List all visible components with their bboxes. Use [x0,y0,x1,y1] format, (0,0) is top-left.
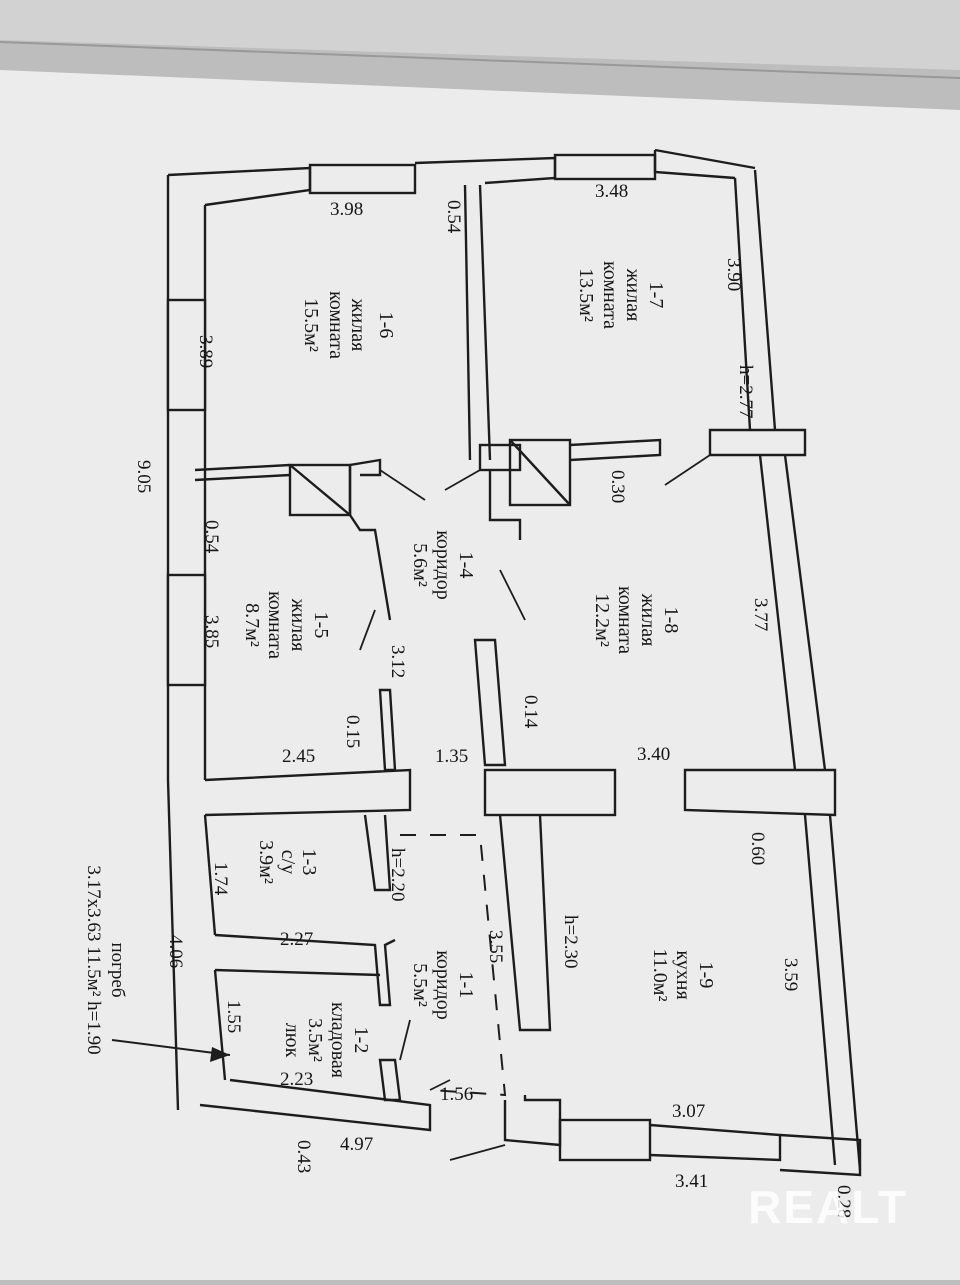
room-1-6-type2: комната [325,291,347,359]
room-1-1-area: 5.5м² [409,963,431,1007]
room-1-7-type2: комната [599,261,621,329]
room-1-3-area: 3.9м² [255,840,277,884]
dim-3-98: 3.98 [330,199,363,220]
room-1-4-area: 5.6м² [409,543,431,587]
room-1-4-num: 1-4 [455,552,477,579]
walls [166,148,862,1177]
cellar-outline [400,834,507,1097]
paper-sheet [0,70,960,1280]
cellar-title: погреб [107,942,128,997]
dim-3-41: 3.41 [675,1171,708,1192]
room-1-5-type2: комната [264,591,286,659]
dimension-labels: 3.98 0.54 3.48 3.90 3.89 h=2.77 9.05 0.3… [133,181,854,1218]
dim-3-85: 3.85 [201,615,222,648]
dim-2-23: 2.23 [280,1069,313,1090]
room-1-5-type: жилая [287,598,309,652]
dim-3-07: 3.07 [672,1101,705,1122]
dim-h-2-77: h=2.77 [735,365,756,418]
dim-h-2-20: h=2.20 [387,848,408,901]
dim-4-97: 4.97 [340,1134,373,1155]
dim-3-12: 3.12 [387,645,408,678]
room-1-8-type2: комната [614,586,636,654]
dim-3-48: 3.48 [595,181,628,202]
door-swings [359,454,711,1161]
room-1-9-area: 11.0м² [649,949,671,1002]
room-1-3-type: с/у [277,850,299,874]
room-1-7-area: 13.5м² [575,268,597,322]
dim-3-59: 3.59 [780,958,801,991]
room-1-6-num: 1-6 [375,312,397,339]
room-1-9-num: 1-9 [695,962,717,989]
room-1-1-type: коридор [432,950,454,1020]
dim-3-77: 3.77 [750,598,771,631]
dim-0-54-top: 0.54 [443,200,464,234]
dim-1-56: 1.56 [440,1084,473,1105]
room-1-4-type: коридор [432,530,454,600]
room-1-1-num: 1-1 [455,972,477,999]
dim-0-28: 0.28 [833,1185,854,1218]
dim-0-60: 0.60 [747,832,768,865]
dim-h-2-30: h=2.30 [560,915,581,968]
dim-0-54-left: 0.54 [201,520,222,554]
room-1-8-num: 1-8 [660,607,682,634]
dim-1-55: 1.55 [223,1000,244,1033]
dim-0-14: 0.14 [520,695,541,729]
dim-3-89: 3.89 [195,335,216,368]
dim-3-40: 3.40 [637,744,670,765]
dim-1-35: 1.35 [435,746,468,767]
dim-9-05: 9.05 [133,460,154,493]
room-1-3-num: 1-3 [298,849,320,876]
room-1-2-hatch: люк [281,1023,303,1058]
cellar-note: погреб 3.17x3.63 11.5м² h=1.90 [83,865,128,1054]
paper-top-edge [0,0,960,70]
realt-watermark: REALT [748,1181,908,1233]
dim-2-45: 2.45 [282,746,315,767]
room-1-2-type: кладовая [327,1002,349,1078]
room-1-6-area: 15.5м² [300,298,322,352]
dim-4-06: 4.06 [165,935,186,968]
room-1-8-area: 12.2м² [591,593,613,647]
room-1-5-num: 1-5 [310,612,332,639]
dim-0-15: 0.15 [342,715,363,748]
room-labels: 1-6 жилая комната 15.5м² 1-7 жилая комна… [241,261,717,1078]
dim-0-30: 0.30 [607,470,628,503]
room-1-7-num: 1-7 [645,282,667,309]
dim-1-74: 1.74 [210,862,231,896]
cellar-arrowhead [210,1047,230,1062]
room-1-2-area: 3.5м² [304,1018,326,1062]
room-1-2-num: 1-2 [350,1027,372,1054]
dim-2-27: 2.27 [280,929,313,950]
room-1-7-type: жилая [622,268,644,322]
dim-0-43: 0.43 [293,1140,314,1173]
dim-3-55: 3.55 [485,930,506,963]
room-1-6-type: жилая [347,298,369,352]
room-1-5-area: 8.7м² [241,603,263,647]
cellar-desc: 3.17x3.63 11.5м² h=1.90 [83,865,104,1054]
room-1-9-type: кухня [672,950,694,999]
dim-3-90: 3.90 [723,258,744,291]
room-1-8-type: жилая [637,593,659,647]
